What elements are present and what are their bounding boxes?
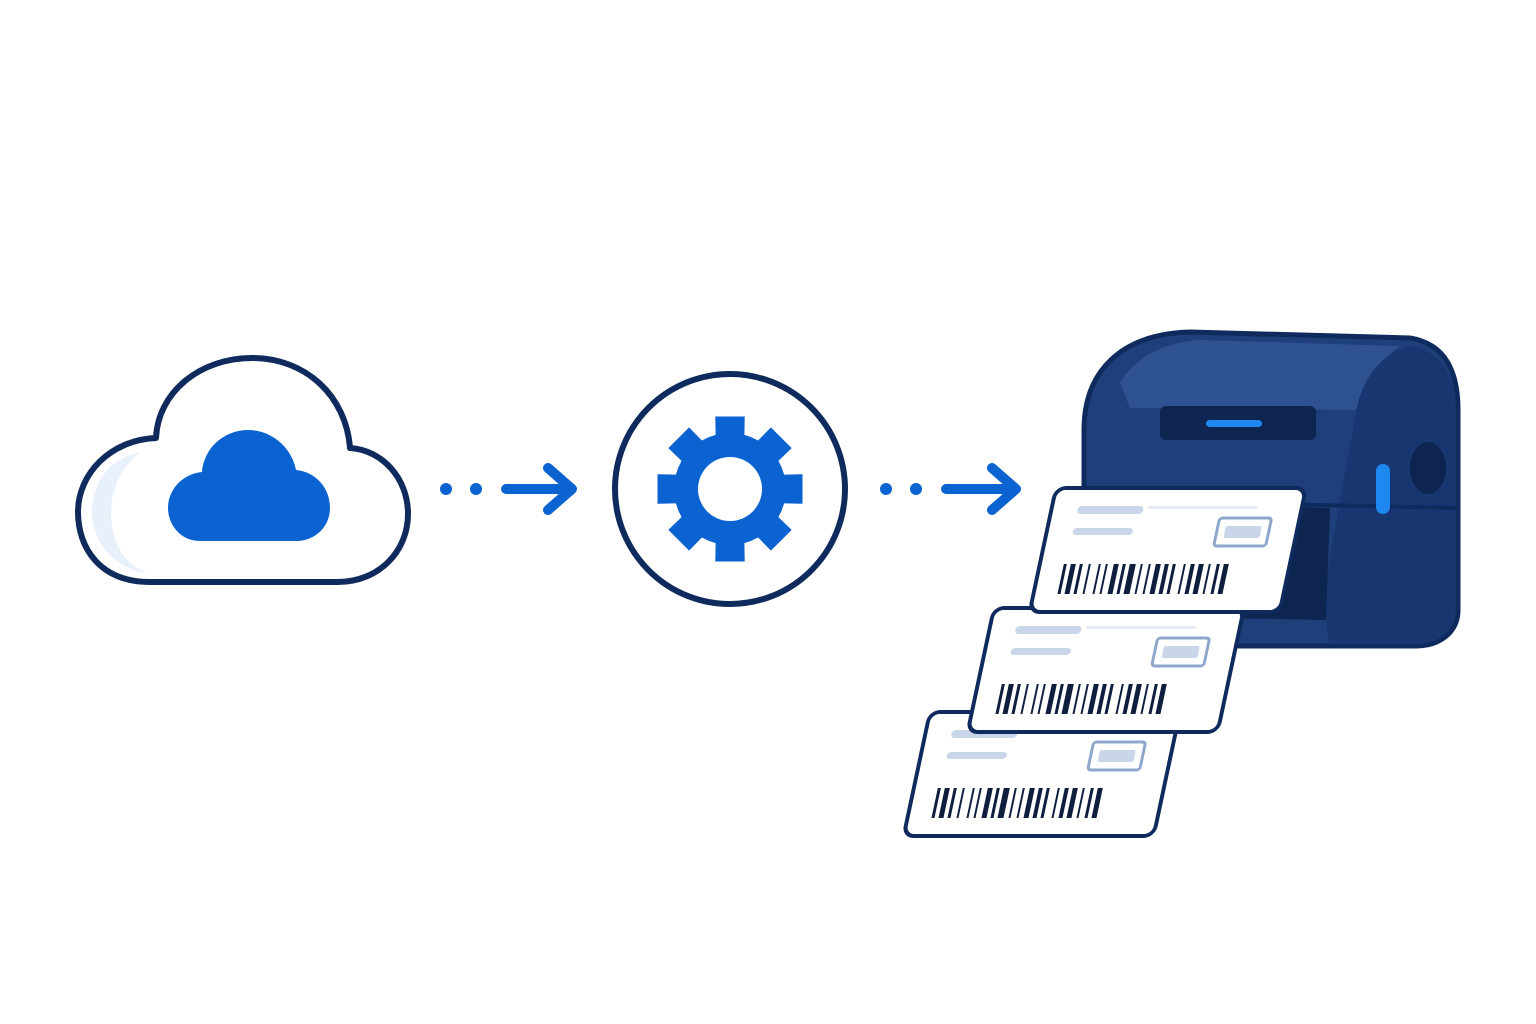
barcode-bar xyxy=(1011,684,1021,714)
barcode-bar xyxy=(1177,564,1186,594)
shipping-label xyxy=(967,606,1245,734)
label-printer-icon xyxy=(903,329,1461,838)
label-strip xyxy=(903,486,1307,838)
barcode-bar xyxy=(1192,564,1204,594)
flow-arrow-2 xyxy=(880,463,1021,515)
barcode-bar xyxy=(1091,788,1103,818)
label-text-line xyxy=(1015,626,1082,634)
barcode-bar xyxy=(1064,564,1076,594)
gear-hole xyxy=(698,457,762,521)
barcode-bar xyxy=(1096,684,1107,714)
barcode-bar xyxy=(1104,684,1114,714)
barcode-bar xyxy=(931,788,941,818)
barcode-bar xyxy=(1149,564,1161,594)
barcode-bar xyxy=(1020,684,1029,714)
barcode-bar xyxy=(1115,684,1124,714)
barcode-bar xyxy=(1080,684,1089,714)
barcode-bar xyxy=(1061,684,1074,714)
shipping-label xyxy=(1029,486,1307,614)
barcode-bar xyxy=(966,788,975,818)
label-rule xyxy=(1085,626,1196,629)
barcode-bar xyxy=(1045,684,1057,714)
barcode-bar xyxy=(1040,788,1050,818)
barcode-bar xyxy=(1184,564,1195,594)
barcode-bar xyxy=(1008,788,1017,818)
barcode-bar xyxy=(1210,564,1220,594)
barcode-bar xyxy=(1030,684,1039,714)
barcode-bar xyxy=(1134,564,1143,594)
barcode-bar xyxy=(1130,684,1142,714)
barcode-bar xyxy=(981,788,993,818)
arrow-head-icon xyxy=(543,463,577,515)
barcode-bar xyxy=(990,788,1000,818)
printer-status-led xyxy=(1206,420,1262,427)
printer-spindle xyxy=(1410,442,1446,494)
printer-side-panel xyxy=(1324,346,1456,644)
barcode-bar xyxy=(1076,788,1085,818)
label-stamp-fill xyxy=(1223,526,1262,538)
arrow-dot xyxy=(440,483,452,495)
arrow-dot xyxy=(910,483,922,495)
barcode-bar xyxy=(1066,788,1078,818)
label-stamp-fill xyxy=(1097,750,1136,762)
barcode-bar xyxy=(995,684,1005,714)
barcode-bar xyxy=(973,788,982,818)
barcode-bar xyxy=(1073,564,1083,594)
barcode-bar xyxy=(1116,564,1126,594)
barcode-bar xyxy=(1016,788,1025,818)
barcode-bar xyxy=(1072,684,1081,714)
barcode-bar xyxy=(938,788,950,818)
barcode-bar xyxy=(1082,564,1091,594)
label-text-line xyxy=(946,752,1007,759)
barcode-bar xyxy=(947,788,957,818)
barcode-bar xyxy=(1084,788,1094,818)
gear-icon xyxy=(657,416,803,562)
barcode-bar xyxy=(1058,788,1069,818)
cloud-node xyxy=(75,355,411,585)
barcode-bar xyxy=(1087,684,1099,714)
barcode-bar xyxy=(1002,684,1014,714)
label-text-line xyxy=(1010,648,1071,655)
barcode-bar xyxy=(1142,564,1151,594)
cloud-icon xyxy=(168,430,330,541)
barcode-bar xyxy=(1155,684,1167,714)
printer-top-highlight xyxy=(1120,340,1400,410)
barcode-bar xyxy=(1107,564,1119,594)
label-text-line xyxy=(1077,506,1144,514)
barcode-bar xyxy=(1202,564,1211,594)
barcode-bar xyxy=(1092,564,1101,594)
processing-node xyxy=(612,371,848,607)
label-stamp-fill xyxy=(1161,646,1200,658)
barcode-bar xyxy=(1158,564,1169,594)
barcode-bar xyxy=(1148,684,1158,714)
barcode-bar xyxy=(1054,684,1064,714)
arrow-head-icon xyxy=(987,463,1021,515)
arrow-dot xyxy=(470,483,482,495)
printer-side-indicator xyxy=(1376,464,1390,514)
barcode-bar xyxy=(1023,788,1035,818)
barcode-bar xyxy=(1166,564,1176,594)
label-rule xyxy=(1147,506,1258,509)
barcode-bar xyxy=(1037,684,1046,714)
label-text-line xyxy=(1072,528,1133,535)
barcode-bar xyxy=(1057,564,1067,594)
label-stamp-box xyxy=(1212,516,1273,548)
barcode-bar xyxy=(1140,684,1149,714)
arrow-dot xyxy=(880,483,892,495)
barcode-bar xyxy=(1217,564,1229,594)
barcode-bar xyxy=(1051,788,1060,818)
barcode-bar xyxy=(1122,684,1133,714)
barcode-bar xyxy=(956,788,965,818)
barcode-bar xyxy=(1099,564,1108,594)
cloud-inner-shadow xyxy=(92,452,150,574)
label-stamp-box xyxy=(1086,740,1147,772)
barcode-bar xyxy=(1123,564,1136,594)
barcode-bar xyxy=(1032,788,1043,818)
flow-arrow-1 xyxy=(440,463,577,515)
label-stamp-box xyxy=(1150,636,1211,668)
barcode-bar xyxy=(997,788,1010,818)
